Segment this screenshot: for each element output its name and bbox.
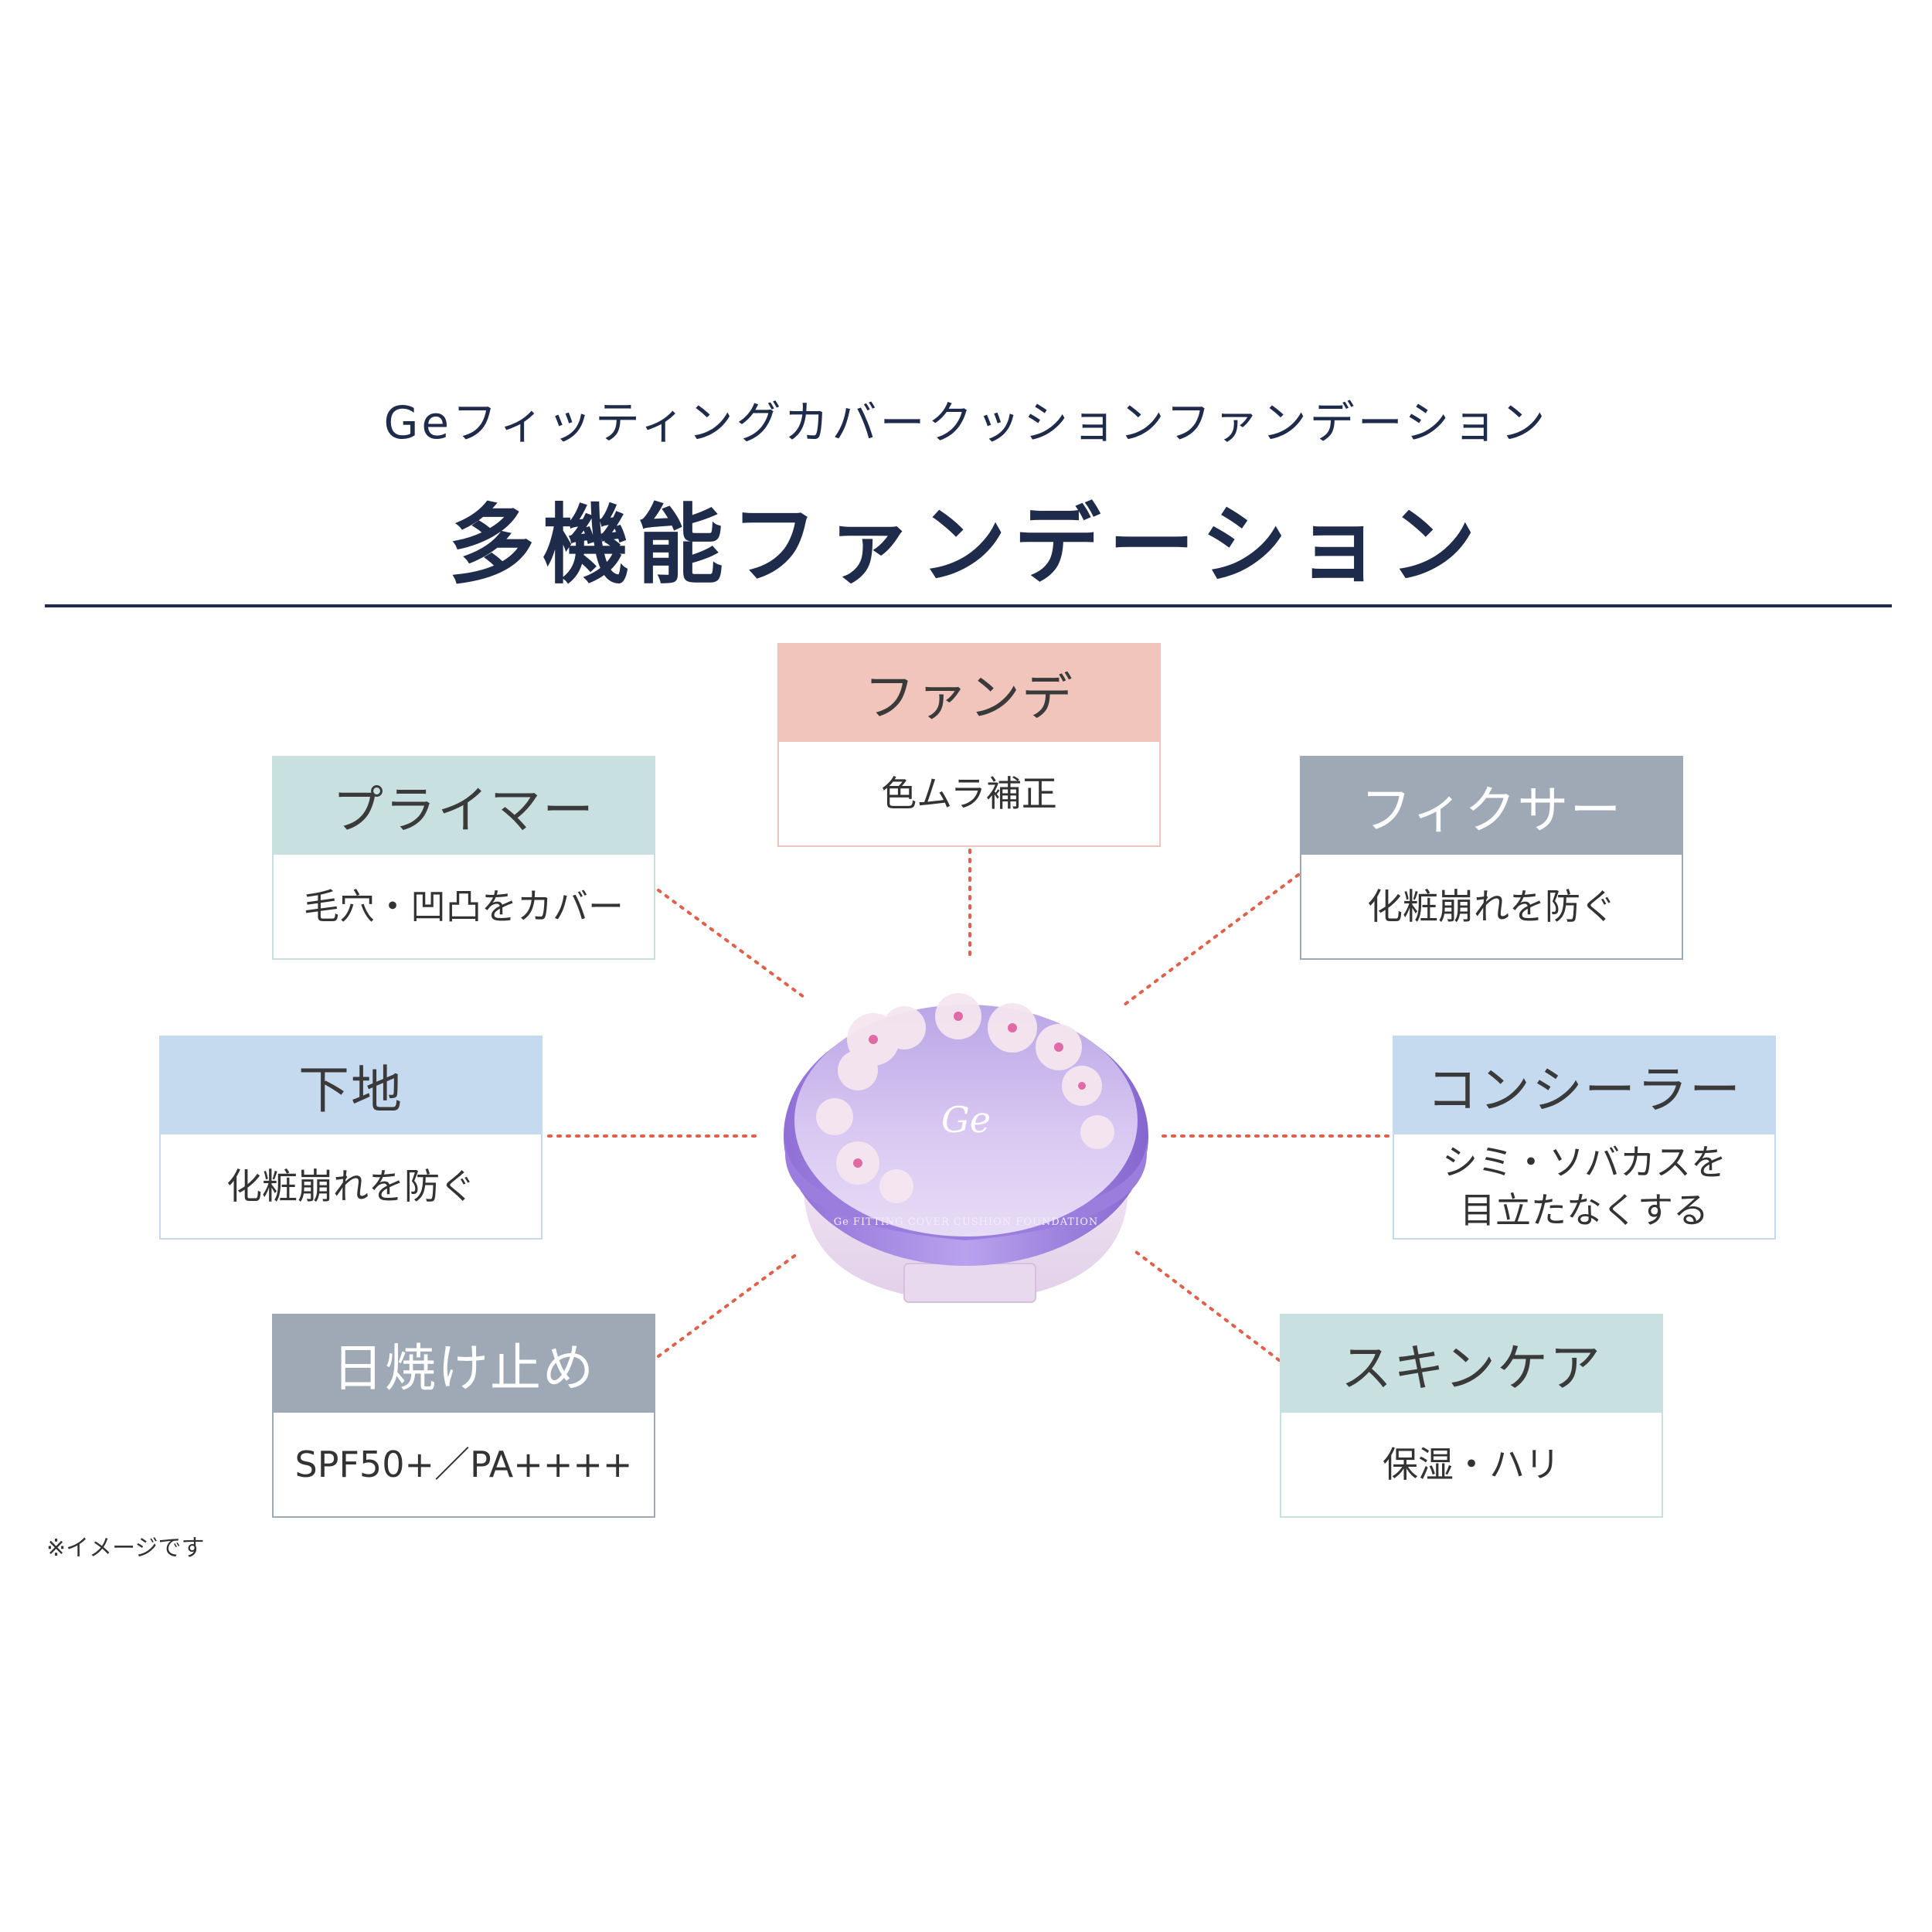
image-note: ※イメージです [46, 1535, 205, 1562]
card-primer-label: プライマー [274, 757, 654, 855]
card-fixer-description: 化粧崩れを防ぐ [1367, 885, 1616, 927]
page-title: 多機能ファンデーション [448, 495, 1484, 596]
card-foundation-description: 色ムラ補正 [881, 772, 1057, 815]
connector-sunscreen [657, 1250, 801, 1358]
card-concealer-description: シミ・ソバカスを 目立たなくする [1442, 1141, 1726, 1231]
connector-primer [657, 889, 805, 998]
card-sunscreen-description: SPF50+／PA++++ [294, 1443, 633, 1485]
card-skincare-description: 保湿・ハリ [1383, 1443, 1560, 1485]
card-skincare-label: スキンケア [1281, 1315, 1662, 1413]
connector-fixer [1123, 873, 1300, 1006]
card-primer-description: 毛穴・凹凸をカバー [304, 885, 624, 927]
connector-skincare [1134, 1250, 1281, 1362]
card-skincare: スキンケア 保湿・ハリ [1280, 1314, 1663, 1518]
card-fixer-label: フィクサー [1301, 757, 1682, 855]
card-concealer: コンシーラー シミ・ソバカスを 目立たなくする [1393, 1036, 1776, 1240]
card-foundation: ファンデ 色ムラ補正 [777, 643, 1161, 847]
card-concealer-label: コンシーラー [1394, 1037, 1774, 1134]
cushion-compact-image: Ge Ge FITTING COVER CUSHION FOUNDATION [784, 993, 1148, 1303]
lid-print-text: Ge FITTING COVER CUSHION FOUNDATION [834, 1216, 1099, 1228]
card-primer: プライマー 毛穴・凹凸をカバー [272, 756, 655, 960]
brand-logo-text: Ge [941, 1099, 991, 1141]
card-base-label: 下地 [161, 1037, 541, 1134]
card-sunscreen-label: 日焼け止め [274, 1315, 654, 1413]
product-subtitle: Geフィッティングカバークッションファンデーション [383, 396, 1549, 449]
title-divider [45, 604, 1892, 607]
card-sunscreen: 日焼け止め SPF50+／PA++++ [272, 1314, 655, 1518]
card-base: 下地 化粧崩れを防ぐ [159, 1036, 543, 1240]
card-fixer: フィクサー 化粧崩れを防ぐ [1300, 756, 1683, 960]
card-foundation-label: ファンデ [779, 645, 1159, 742]
card-base-description: 化粧崩れを防ぐ [226, 1165, 475, 1207]
